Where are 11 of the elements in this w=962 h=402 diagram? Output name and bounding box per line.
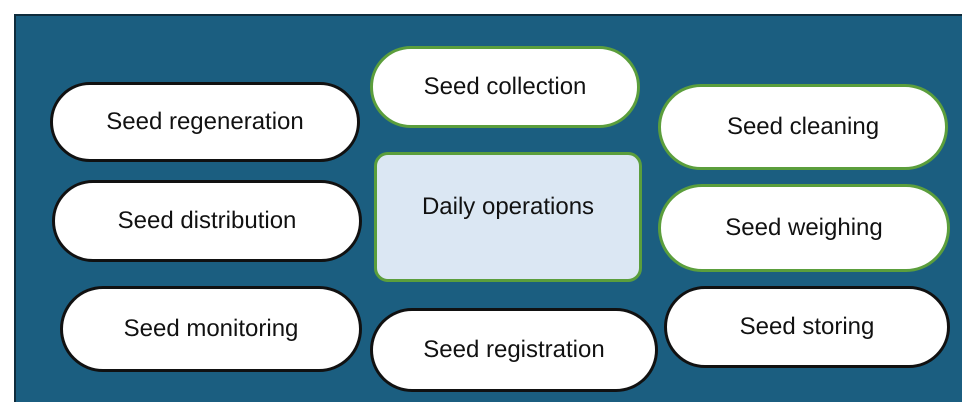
node-label: Seed monitoring — [124, 315, 298, 343]
node-label: Daily operations — [422, 193, 594, 221]
node-label: Seed storing — [740, 313, 874, 341]
rounded-box — [374, 152, 642, 282]
node-label: Seed registration — [423, 336, 605, 364]
node-label: Seed cleaning — [726, 113, 880, 141]
node-label: Seed weighing — [725, 214, 883, 242]
node-label: Seed regeneration — [106, 108, 304, 136]
node-label: Seed distribution — [118, 207, 296, 235]
panel-background — [14, 14, 962, 402]
node-label: Seed collection — [424, 73, 586, 101]
